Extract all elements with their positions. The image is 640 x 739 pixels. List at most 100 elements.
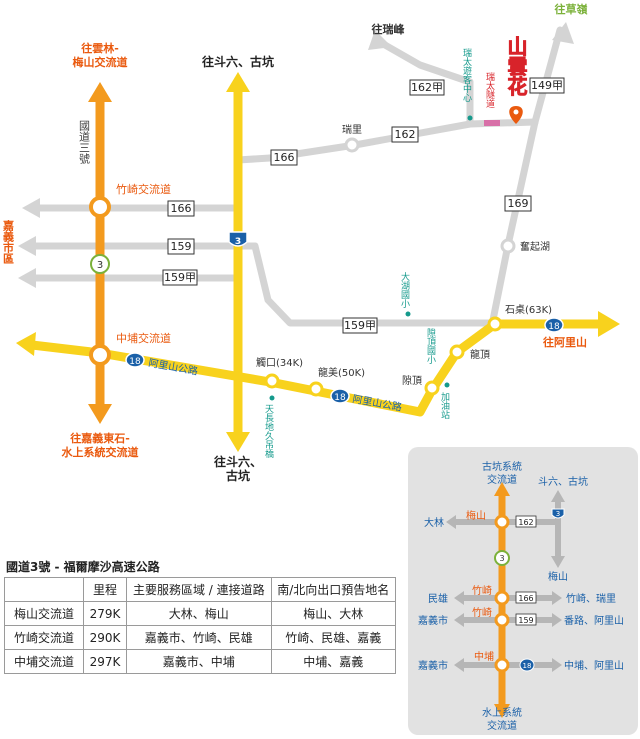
- route-18-shield-b-text: 18: [334, 393, 346, 403]
- place-tianchang: 天長地久吊橋: [263, 404, 274, 459]
- place-xiding: 隙頂: [402, 374, 422, 387]
- route-18-shield-c-text: 18: [548, 322, 560, 332]
- inset-shield-3-text: 3: [556, 510, 560, 518]
- table-cell: 竹崎、民雄、嘉義: [270, 625, 397, 650]
- yellow-roads: [31, 88, 600, 435]
- box-166-left: [167, 200, 195, 217]
- inset-arrow-159-east: [552, 613, 562, 627]
- inset-node-meishan: [494, 514, 510, 530]
- arrow-18-west: [16, 332, 36, 356]
- highway-3-shield: [228, 231, 248, 247]
- inset-shield-3: [551, 508, 565, 519]
- inset-arrow-166-east: [552, 591, 562, 605]
- inset-arrow-18-east: [552, 658, 562, 672]
- table-header-cell: 主要服務區域 / 連接道路: [126, 577, 272, 602]
- box-149a: [529, 77, 565, 94]
- node-longding: [449, 344, 465, 360]
- inset-box-162-text: 162: [518, 518, 533, 527]
- inset-chiayi2: 嘉義市: [418, 659, 448, 672]
- box-166-upper: [270, 149, 298, 166]
- road-169-south: [489, 118, 539, 324]
- inset-background: [408, 447, 638, 735]
- arrow-ruifeng: [368, 30, 392, 50]
- nodes: [89, 115, 516, 401]
- box-159: [167, 238, 195, 255]
- table-cell: 梅山交流道: [4, 601, 84, 626]
- gray-roads: [31, 26, 564, 327]
- route-18-shield-a-text: 18: [129, 357, 141, 367]
- label-zhongpu-ic: 中埔交流道: [116, 331, 171, 345]
- place-ruitai-center: 瑞太遊客中心: [461, 47, 472, 102]
- arrow-3-south: [226, 432, 250, 452]
- inset-node-zhongpu: [494, 657, 510, 673]
- inset-arrow-south: [494, 704, 510, 718]
- box-159a-left: [162, 269, 198, 286]
- inset-arrow-3-south: [551, 556, 565, 568]
- node-zhuqi: [89, 196, 111, 218]
- title-group: 山雲花: [484, 35, 528, 126]
- box-159a-bottom-text: 159甲: [344, 319, 376, 332]
- inset-box-162: [515, 515, 537, 528]
- node-zhongpu: [89, 344, 111, 366]
- inset-minxiong: 民雄: [428, 592, 448, 605]
- dot-dahu: [405, 311, 411, 317]
- route-18-shield-b: [330, 388, 350, 404]
- place-longmei: 龍美(50K): [318, 366, 365, 379]
- table-row: 梅山交流道 279K 大林、梅山 梅山、大林: [4, 601, 397, 626]
- place-guanzi: 觸口(34K): [256, 356, 303, 369]
- inset-meishan-ic: 梅山: [466, 509, 486, 522]
- ruitai-marker: [484, 120, 500, 126]
- node-longmei: [308, 381, 324, 397]
- dot-gasstation: [444, 382, 450, 388]
- yellow-arrowheads: [16, 72, 620, 452]
- place-xiding-school: 隙頂國小: [425, 327, 436, 365]
- label-chiayi-east-1: 往嘉義東石-: [70, 431, 130, 445]
- interchange-table: 里程 主要服務區域 / 連接道路 南/北向出口預告地名 梅山交流道 279K 大…: [4, 577, 397, 674]
- inset-bottom-2: 交流道: [487, 719, 517, 732]
- arrow-159a-west: [18, 268, 36, 288]
- inset-arrow-dalin: [446, 515, 456, 529]
- place-gasstation: 加油站: [439, 392, 450, 420]
- box-166-left-text: 166: [171, 202, 192, 215]
- box-159a-bottom: [342, 317, 378, 334]
- box-162a-text: 162甲: [411, 81, 443, 94]
- inset-bottom-1: 水上系統: [482, 706, 522, 719]
- box-162-text: 162: [395, 128, 416, 141]
- label-alishan-road-2: 阿里山公路: [351, 392, 402, 413]
- table-cell: 大林、梅山: [126, 601, 272, 626]
- label-chiayi-east-2: 水上系統交流道: [62, 445, 139, 459]
- inset-panel: 3 162 3 166 159 18 古坑系統 交流道 斗六、古坑 梅山 大林 …: [408, 447, 638, 735]
- label-douliu-gukeng-bottom-1: 往斗六、: [214, 454, 262, 469]
- label-caoling: 往草嶺: [555, 2, 588, 16]
- inset-douliu-gukeng: 斗六、古坑: [538, 475, 588, 488]
- direction-labels: 往雲林- 梅山交流道 往斗六、古坑 往瑞峰 往草嶺 嘉義市區 往嘉義東石- 水上…: [2, 2, 588, 483]
- table-cell: 嘉義市、竹崎、民雄: [126, 625, 272, 650]
- route-boxes: 162甲 149甲 162 166 166 169 159 159甲 159甲: [162, 77, 565, 334]
- mini-shield-3-text: 3: [97, 260, 103, 271]
- table-header-cell: [4, 577, 84, 602]
- table-cell: 279K: [83, 601, 127, 626]
- route-18-shield-c: [544, 317, 564, 333]
- inset-mini-shield-3-text: 3: [499, 554, 504, 563]
- place-ruili: 瑞里: [342, 124, 362, 136]
- label-alishan-road-1: 阿里山公路: [147, 356, 198, 377]
- inset-arrow-3-north: [551, 490, 565, 502]
- location-pin-icon: [509, 106, 523, 124]
- node-fenqihu: [500, 238, 516, 254]
- inset-arrow-chiayi1: [454, 613, 464, 627]
- road-169: [531, 26, 564, 126]
- orange-highway: [88, 82, 112, 424]
- inset-fanlu-alishan: 番路、阿里山: [564, 614, 624, 627]
- dot-ruitai-center: [467, 115, 473, 121]
- place-longding: 龍頂: [470, 348, 490, 361]
- arrow-3-north: [226, 72, 250, 92]
- node-ruili: [344, 137, 360, 153]
- label-yunlin-meishan-2: 梅山交流道: [73, 55, 128, 69]
- table-cell: 中埔、嘉義: [270, 649, 397, 674]
- table-cell: 竹崎交流道: [4, 625, 84, 650]
- arrow-18-east: [598, 311, 620, 337]
- box-166-upper-text: 166: [274, 151, 295, 164]
- table-cell: 中埔交流道: [4, 649, 84, 674]
- box-159a-left-text: 159甲: [164, 271, 196, 284]
